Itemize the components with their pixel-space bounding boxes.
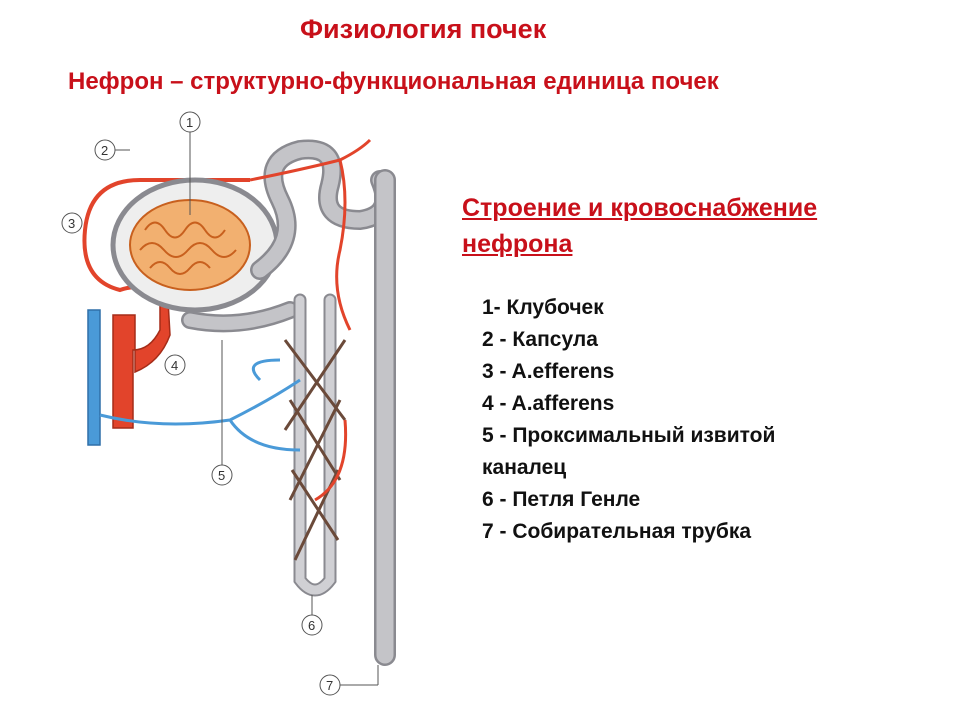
legend-item: 4 - A.afferens xyxy=(482,392,615,415)
capillary-network xyxy=(283,339,347,561)
page-title: Физиология почек xyxy=(300,14,547,44)
legend-item: 5 - Проксимальный извитой xyxy=(482,424,776,447)
section-title-line-1: Строение и кровоснабжение xyxy=(462,194,818,222)
legend-item: каналец xyxy=(482,456,567,479)
legend-item: 6 - Петля Генле xyxy=(482,488,641,511)
callout-markers: 1 2 3 4 5 6 7 xyxy=(61,111,379,696)
page-subtitle: Нефрон – структурно-функциональная едини… xyxy=(68,68,719,95)
callout-label: 2 xyxy=(101,143,108,158)
renal-vein xyxy=(87,309,101,446)
section-title-line-2: нефрона xyxy=(462,230,573,258)
legend-item: 2 - Капсула xyxy=(482,328,598,351)
callout-label: 5 xyxy=(218,468,225,483)
nephron-diagram: 1 2 3 4 5 6 7 xyxy=(61,111,396,696)
legend-item: 1- Клубочек xyxy=(482,296,604,319)
renal-artery xyxy=(112,299,171,429)
callout-label: 1 xyxy=(186,115,193,130)
legend-item: 7 - Собирательная трубка xyxy=(482,520,752,543)
callout-label: 4 xyxy=(171,358,178,373)
callout-label: 7 xyxy=(326,678,333,693)
callout-label: 6 xyxy=(308,618,315,633)
arterial-branches xyxy=(249,138,372,502)
venous-branches xyxy=(99,358,301,452)
section-title: Строение и кровоснабжение нефрона xyxy=(462,190,942,262)
legend-item: 3 - A.efferens xyxy=(482,360,615,383)
glomerulus-capillaries xyxy=(139,221,237,275)
callout-label: 3 xyxy=(68,216,75,231)
legend-list: 1- Клубочек 2 - Капсула 3 - A.efferens 4… xyxy=(482,292,902,548)
